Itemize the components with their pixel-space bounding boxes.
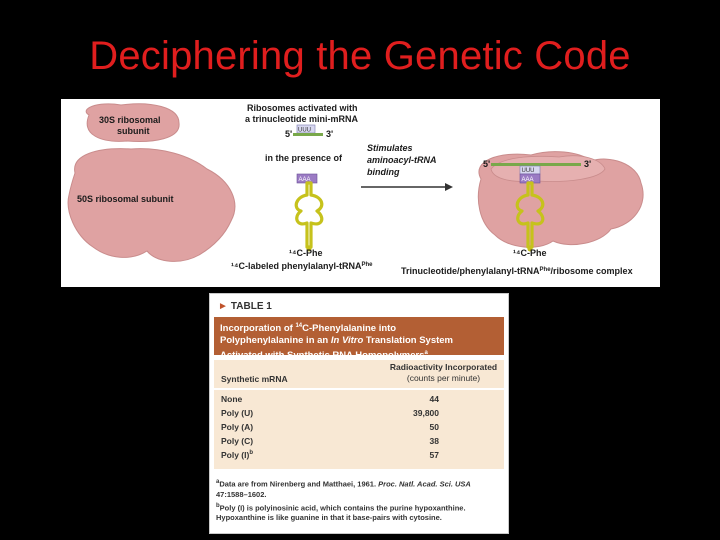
complex-codon-text: UUU — [522, 168, 535, 174]
table-label: ►TABLE 1 — [218, 301, 272, 312]
ribosome-diagram: 30S ribosomal subunit 50S ribosomal subu… — [61, 99, 660, 287]
codon-text: UUU — [298, 128, 311, 134]
complex-text: Trinucleotide/phenylalanyl-tRNAPhe/ribos… — [401, 266, 633, 276]
complex-3prime: 3' — [584, 159, 591, 169]
mini-3prime: 3' — [326, 129, 333, 139]
stimulates-3: binding — [367, 167, 400, 177]
col-synthetic-mrna: Synthetic mRNA — [221, 374, 288, 384]
mini-mrna-bar — [293, 133, 323, 136]
50s-subunit-shape — [67, 148, 236, 262]
complex-5prime: 5' — [483, 159, 490, 169]
anticodon-text: AAA — [299, 177, 311, 183]
phe-dot-left — [306, 246, 312, 252]
table-footnotes: aData are from Nirenberg and Matthaei, 1… — [216, 477, 504, 524]
text-ribosomes-activated-1: Ribosomes activated with — [247, 103, 358, 113]
trna-left-shape — [294, 181, 324, 249]
c-phe-left: ¹⁴C-Phe — [289, 248, 322, 258]
complex-mrna-bar — [491, 163, 581, 166]
trna-right-shape — [515, 181, 545, 249]
table-row: Poly (C)38 — [221, 436, 439, 446]
complex-30s-overlay — [490, 155, 606, 182]
data-table: ►TABLE 1 Incorporation of 14C-Phenylalan… — [209, 293, 509, 534]
footnote-a: aData are from Nirenberg and Matthaei, 1… — [216, 479, 471, 499]
label-30s-line2: subunit — [117, 126, 150, 136]
table-column-headers: Synthetic mRNA Radioactivity Incorporate… — [214, 360, 504, 388]
label-30s-line1: 30S ribosomal — [99, 115, 161, 125]
arrow-head — [445, 183, 453, 191]
slide-title: Deciphering the Genetic Code — [89, 34, 631, 78]
text-ribosomes-activated-2: a trinucleotide mini-mRNA — [245, 114, 359, 124]
mini-5prime: 5' — [285, 129, 292, 139]
30s-subunit-shape — [85, 103, 180, 142]
complex-anticodon-text: AAA — [522, 177, 534, 183]
col-radioactivity: Radioactivity Incorporated(counts per mi… — [389, 362, 498, 383]
c-phe-right: ¹⁴C-Phe — [513, 248, 546, 258]
label-50s: 50S ribosomal subunit — [77, 194, 174, 204]
stimulates-1: Stimulates — [367, 143, 413, 153]
table-header: Incorporation of 14C-Phenylalanine into … — [214, 317, 504, 361]
stimulates-2: aminoacyl-tRNA — [367, 155, 437, 165]
table-row: Poly (U)39,800 — [221, 408, 439, 418]
text-in-presence: in the presence of — [265, 153, 343, 163]
phe-dot-right — [527, 246, 533, 252]
poly-i-label: Poly (I)b — [221, 450, 254, 460]
footnote-b: bPoly (I) is polyinosinic acid, which co… — [216, 502, 466, 523]
labeled-trna-text: ¹⁴C-labeled phenylalanyl-tRNAPhe — [231, 261, 373, 271]
table-row: Poly (A)50 — [221, 422, 439, 432]
